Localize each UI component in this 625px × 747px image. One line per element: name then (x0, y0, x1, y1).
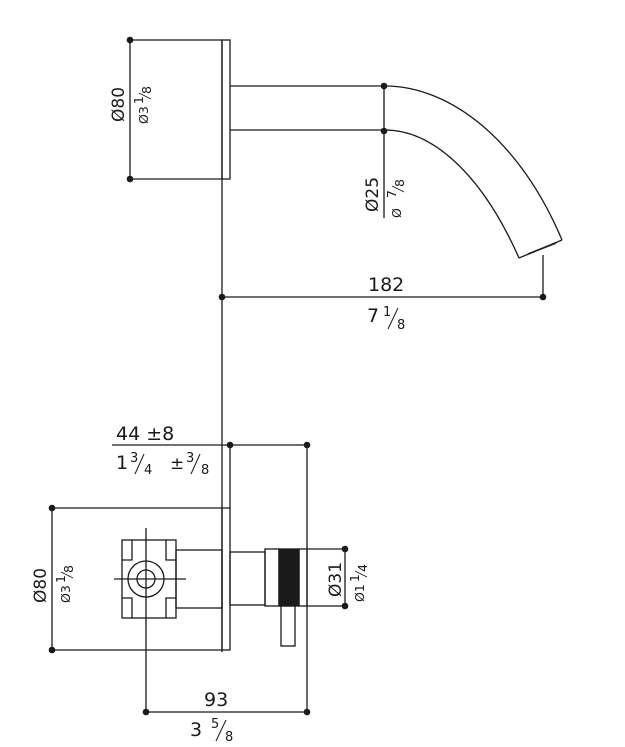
mixer-handle-cap (298, 548, 308, 607)
mixer-view: 44 ±8 1 3 4 ± 3 8 (31, 423, 370, 745)
svg-text:4: 4 (144, 463, 152, 478)
spout-dia-dot-top (126, 36, 134, 44)
svg-text:8: 8 (397, 318, 405, 333)
spout-projection-dot-left (218, 293, 226, 301)
svg-text:3: 3 (190, 719, 202, 741)
mixer-valve-notch-tl (122, 540, 133, 561)
mixer-dia-dot-bottom (48, 646, 56, 654)
mixer-handle-collar (264, 548, 280, 607)
spout-dia-dot-bottom (126, 175, 134, 183)
svg-text:8: 8 (201, 463, 209, 478)
svg-text:8: 8 (61, 565, 76, 573)
mixer-offset-mm-label: 44 ±8 (116, 423, 174, 445)
svg-text:7: 7 (384, 190, 399, 198)
svg-text:7: 7 (367, 305, 379, 327)
mixer-dia-dot-top (48, 504, 56, 512)
mixer-length-inch-label: 3 5 8 (190, 717, 233, 745)
spout-projection-dot-right (539, 293, 547, 301)
spout-pipe-diameter-mm-label: Ø25 (363, 177, 383, 212)
mixer-handle-lever (280, 605, 296, 647)
spout-diameter-inch-label: Ø3 1 8 (131, 86, 154, 124)
mixer-diameter-inch-label: Ø3 1 8 (53, 565, 76, 603)
svg-text:1: 1 (347, 574, 362, 582)
spout-pipe-bottom (230, 129, 520, 259)
mixer-length-dot-left (142, 708, 150, 716)
mixer-valve-notch-tr (165, 540, 176, 561)
spout-aerator (527, 242, 557, 255)
svg-text:Ø3: Ø3 (58, 585, 73, 603)
svg-text:3: 3 (130, 451, 138, 466)
mixer-valve-core (136, 569, 156, 589)
svg-text:Ø: Ø (389, 208, 404, 218)
mixer-escutcheon (221, 507, 231, 651)
svg-text:8: 8 (225, 730, 233, 745)
mixer-handle-diameter-inch-label: Ø1 1 4 (347, 564, 370, 602)
svg-text:1: 1 (383, 305, 391, 320)
svg-text:5: 5 (211, 717, 219, 732)
svg-text:1: 1 (131, 96, 146, 104)
mixer-length-mm-label: 93 (204, 689, 228, 711)
spout-view: Ø80 Ø3 1 8 Ø25 Ø 7 8 182 7 1 8 (109, 36, 563, 333)
svg-text:1: 1 (53, 575, 68, 583)
svg-text:4: 4 (355, 564, 370, 572)
mixer-handle-dot-bottom (341, 602, 349, 610)
svg-text:±: ± (170, 454, 184, 474)
mixer-valve-notch-bl (122, 597, 133, 618)
mixer-valve-cartridge (127, 560, 165, 598)
mixer-spindle (229, 551, 266, 606)
spout-projection-inch-label: 7 1 8 (367, 305, 405, 333)
spout-escutcheon (221, 39, 231, 180)
mixer-diameter-mm-label: Ø80 (31, 568, 51, 603)
mixer-handle-dot-top (341, 545, 349, 553)
mixer-valve-notch-br (165, 597, 176, 618)
spout-pipe-top (230, 85, 563, 241)
mixer-length-dot-right (303, 708, 311, 716)
spout-pipe-dim-dot-top (380, 82, 388, 90)
spout-diameter-mm-label: Ø80 (109, 87, 129, 122)
spout-pipe-dim-dot-bottom (380, 127, 388, 135)
svg-text:3: 3 (186, 451, 194, 466)
mixer-handle-knurl (278, 548, 300, 607)
svg-text:Ø1: Ø1 (352, 584, 367, 602)
mixer-offset-inch-label: 1 3 4 ± 3 8 (116, 451, 209, 478)
spout-pipe-diameter-inch-label: Ø 7 8 (384, 179, 407, 218)
svg-text:1: 1 (116, 452, 128, 474)
svg-text:Ø3: Ø3 (136, 106, 151, 124)
svg-text:8: 8 (139, 86, 154, 94)
mixer-handle-diameter-mm-label: Ø31 (326, 562, 346, 597)
spout-projection-mm-label: 182 (368, 274, 404, 296)
svg-text:8: 8 (392, 179, 407, 187)
